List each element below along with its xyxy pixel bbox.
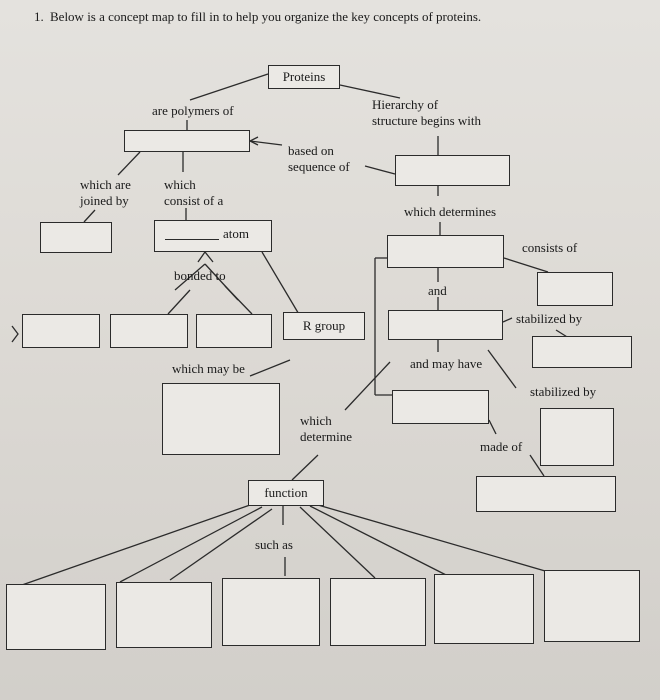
proteins-node: Proteins — [268, 65, 340, 89]
bonded-group-answer-box-2[interactable] — [110, 314, 188, 348]
secondary-components-answer-box[interactable] — [537, 272, 613, 306]
such-as-label: such as — [255, 537, 293, 552]
function-label: function — [264, 485, 308, 500]
which-determine-label-line1: which — [300, 413, 332, 428]
based-on-label-line1: based on — [288, 143, 334, 158]
function-example-answer-box-6[interactable] — [544, 570, 640, 642]
which-determines-label: which determines — [404, 204, 497, 219]
function-example-answer-box-1[interactable] — [6, 584, 106, 650]
which-may-be-label: which may be — [172, 361, 245, 376]
function-example-answer-box-5[interactable] — [434, 574, 534, 644]
r-group-node: R group — [283, 312, 365, 340]
and-may-have-label: and may have — [410, 356, 483, 371]
which-are-label-line2: joined by — [80, 193, 129, 208]
question-number: 1. — [34, 9, 44, 24]
which-consist-label-line2: consist of a — [164, 193, 224, 208]
monomer-answer-box[interactable] — [124, 130, 250, 152]
tertiary-bonds-answer-box[interactable] — [532, 336, 632, 368]
which-are-label-line1: which are — [80, 177, 131, 192]
bonded-group-answer-box-1[interactable] — [22, 314, 100, 348]
proteins-label: Proteins — [282, 69, 326, 84]
consists-of-label: consists of — [522, 240, 578, 255]
bonded-group-answer-box-3[interactable] — [196, 314, 272, 348]
atom-label: atom — [223, 226, 249, 241]
r-group-types-answer-box[interactable] — [162, 383, 280, 455]
question-text: Below is a concept map to fill in to hel… — [50, 9, 482, 24]
stabilized-by-label-1: stabilized by — [516, 311, 583, 326]
based-on-label-line2: sequence of — [288, 159, 350, 174]
function-example-answer-box-3[interactable] — [222, 578, 320, 646]
subunits-answer-box[interactable] — [476, 476, 616, 512]
primary-structure-answer-box[interactable] — [395, 155, 510, 186]
tertiary-structure-answer-box[interactable] — [388, 310, 503, 340]
hierarchy-label-line1: Hierarchy of — [372, 97, 439, 112]
made-of-label: made of — [480, 439, 523, 454]
which-consist-label-line1: which — [164, 177, 196, 192]
hierarchy-label-line2: structure begins with — [372, 113, 482, 128]
bonded-to-label: bonded to — [174, 268, 226, 283]
stabilized-by-label-2: stabilized by — [530, 384, 597, 399]
and-label: and — [428, 283, 447, 298]
are-polymers-of-label: are polymers of — [152, 103, 234, 118]
r-group-label: R group — [302, 318, 346, 333]
secondary-structure-answer-box[interactable] — [387, 235, 504, 268]
function-example-answer-box-2[interactable] — [116, 582, 212, 648]
quaternary-structure-answer-box[interactable] — [392, 390, 489, 424]
central-atom-box: atom — [154, 220, 272, 252]
quaternary-bonds-answer-box[interactable] — [540, 408, 614, 466]
bond-answer-box[interactable] — [40, 222, 112, 253]
which-determine-label-line2: determine — [300, 429, 352, 444]
function-node: function — [248, 480, 324, 506]
atom-blank-line[interactable] — [165, 239, 219, 240]
function-example-answer-box-4[interactable] — [330, 578, 426, 646]
